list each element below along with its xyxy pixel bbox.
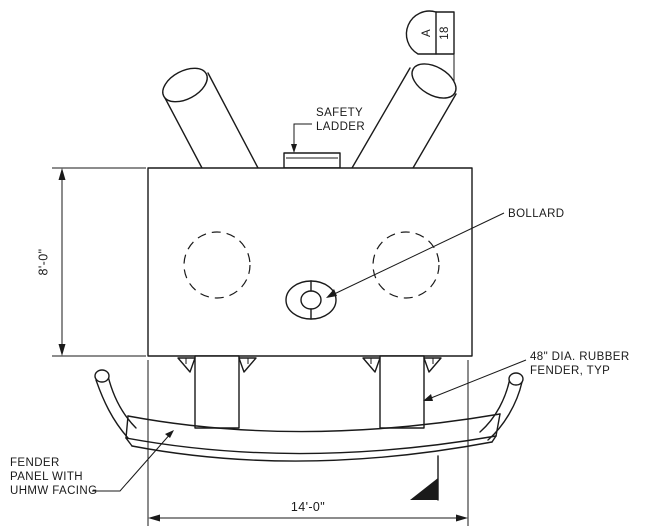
bollard-icon bbox=[285, 280, 337, 320]
rubber-fender-callout[interactable]: 48" DIA. RUBBER FENDER, TYP bbox=[423, 351, 630, 401]
fender-panel bbox=[125, 413, 501, 462]
fender-panel-label-1: FENDER bbox=[10, 457, 60, 469]
dolphin-block bbox=[147, 167, 473, 357]
width-dimension-label: 14'-0" bbox=[291, 500, 325, 514]
safety-ladder-label-1: SAFETY bbox=[316, 107, 363, 119]
bollard-callout[interactable]: BOLLARD bbox=[326, 208, 565, 298]
rubber-fender-right bbox=[479, 372, 524, 441]
support-pile-left bbox=[177, 355, 257, 429]
height-dimension: 8'-0" bbox=[36, 167, 146, 357]
elevation-marker-icon bbox=[410, 455, 439, 501]
rubber-fender-label-2: FENDER, TYP bbox=[530, 365, 610, 377]
width-dimension: 14'-0" bbox=[147, 360, 469, 526]
angled-pile-left bbox=[162, 67, 259, 169]
angled-pile-right bbox=[351, 63, 457, 169]
rubber-fender-label-1: 48" DIA. RUBBER bbox=[530, 351, 630, 363]
section-sheet: 18 bbox=[439, 26, 451, 40]
support-pile-right bbox=[362, 355, 442, 429]
bollard-label: BOLLARD bbox=[508, 208, 565, 220]
pile-circle-left bbox=[183, 231, 251, 299]
safety-ladder-label-2: LADDER bbox=[316, 121, 365, 133]
safety-ladder bbox=[283, 152, 341, 169]
fender-panel-callout[interactable]: FENDER PANEL WITH UHMW FACING bbox=[10, 430, 174, 497]
rubber-fender-left bbox=[94, 369, 137, 439]
section-letter: A bbox=[421, 29, 433, 37]
section-marker[interactable]: A 18 bbox=[405, 10, 455, 90]
pile-circle-right bbox=[372, 231, 440, 299]
fender-panel-label-3: UHMW FACING bbox=[10, 485, 97, 497]
height-dimension-label: 8'-0" bbox=[36, 249, 50, 276]
fender-panel-label-2: PANEL WITH bbox=[10, 471, 83, 483]
safety-ladder-callout[interactable]: SAFETY LADDER bbox=[291, 107, 365, 153]
